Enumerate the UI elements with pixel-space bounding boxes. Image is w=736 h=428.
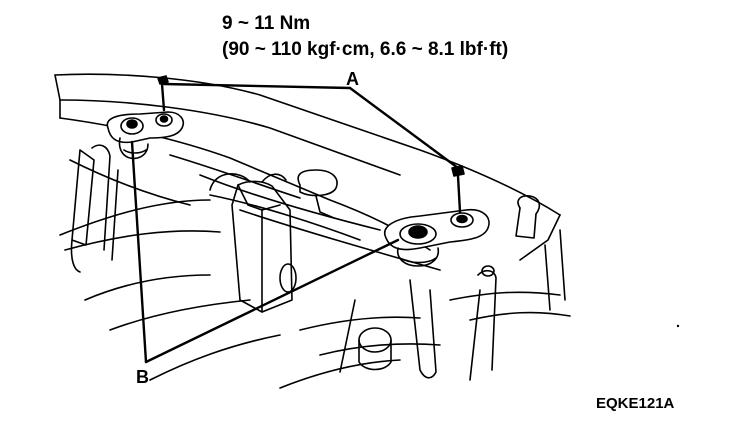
label-b: B (136, 367, 149, 387)
left-mount-assembly (106, 75, 184, 160)
left-bracket (70, 144, 119, 273)
right-mount-assembly (383, 165, 490, 267)
speck (676, 324, 680, 328)
lower-engine-parts (339, 195, 566, 381)
leader-lines-a (162, 82, 460, 170)
center-mount-block (209, 169, 338, 313)
leader-lines-b (130, 140, 400, 364)
figure-code: EQKE121A (596, 395, 675, 412)
torque-spec-line-2: (90 ~ 110 kgf·cm, 6.6 ~ 8.1 lbf·ft) (222, 39, 509, 60)
torque-spec-line-1: 9 ~ 11 Nm (222, 13, 311, 34)
label-a: A (346, 69, 359, 89)
